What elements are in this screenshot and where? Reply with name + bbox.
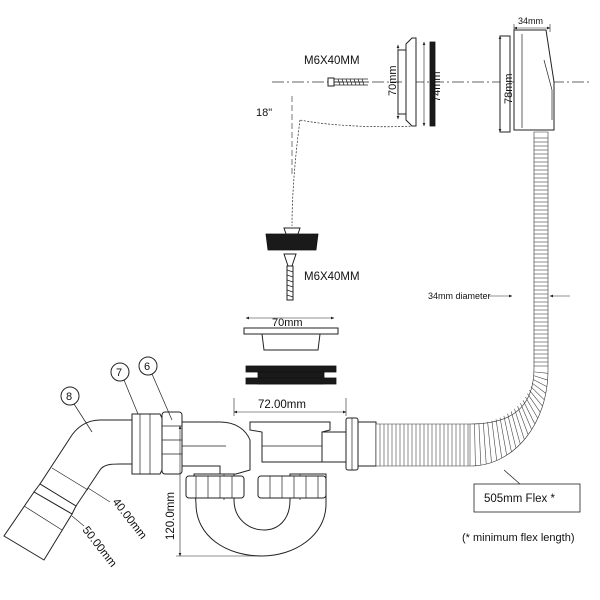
screw-top-label: M6X40MM [304, 55, 360, 67]
hose-rib [503, 415, 512, 452]
hose-rib [514, 408, 525, 440]
overflow-34-label: 34mm [518, 16, 543, 26]
hose-rib [510, 411, 521, 444]
overflow-screw [327, 77, 368, 87]
overflow-gasket [429, 41, 436, 127]
trap-nuts [185, 475, 327, 499]
flex-box-leader [503, 469, 521, 485]
hose-ribs [379, 137, 548, 466]
flex-box [473, 483, 581, 513]
callout-7-circle [110, 362, 130, 382]
hose-rib [499, 417, 507, 455]
part-6-nut [161, 411, 183, 475]
hose-rib [478, 423, 482, 466]
hose-rib [491, 420, 497, 461]
horizontal-outlet-pipe [177, 421, 251, 475]
callout-7-leader [123, 379, 139, 415]
overflow-faceplate [396, 37, 417, 127]
part-7-nut [131, 413, 163, 475]
hose-rib [507, 413, 517, 448]
hose-rib [487, 421, 492, 463]
hose-rib [517, 406, 529, 435]
callout-6-leader [151, 373, 173, 421]
strainer-70-label: 70mm [272, 317, 303, 329]
hose-rib [520, 403, 532, 430]
hose-rib [525, 396, 538, 419]
strainer [243, 327, 339, 351]
overflow-housing [499, 29, 555, 133]
callout-8: 8 [66, 391, 72, 403]
callout-6: 6 [144, 361, 150, 373]
flex-box-label: 505mm Flex * [484, 493, 555, 505]
hose-rib [530, 386, 545, 400]
outlet-40-label: 40.00mm [110, 496, 149, 541]
height-120-label: 120.0mm [165, 492, 177, 540]
flexible-hose [375, 131, 549, 467]
overflow-78-label: 78mm [503, 73, 515, 104]
hose-rib [533, 371, 548, 374]
flex-note: (* minimum flex length) [462, 532, 574, 544]
callout-8-leader [73, 403, 93, 433]
body-72-label: 72.00mm [258, 399, 306, 411]
hose-rib [483, 422, 487, 464]
body-gasket [245, 365, 337, 385]
hose-rib [533, 375, 548, 381]
hose-rib [474, 423, 476, 466]
plate-70-label: 70mm [387, 65, 399, 96]
plug-chain [291, 119, 415, 227]
hose-rib [527, 393, 541, 413]
hose-rib [529, 390, 543, 407]
waste-body [249, 421, 331, 463]
part-8-angled-outlet [3, 419, 133, 561]
angle-label: 18" [256, 107, 272, 119]
callout-8-circle [60, 386, 80, 406]
outlet-50-label: 50.00mm [80, 524, 119, 569]
screw-mid-label: M6X40MM [304, 271, 360, 283]
callout-6-circle [138, 356, 158, 376]
hose-rib [495, 419, 503, 458]
plate-74-label: 74mm [431, 71, 443, 102]
dim-50-line [71, 515, 85, 527]
flex-connector [321, 417, 377, 471]
hose-rib [532, 379, 547, 387]
hose-rib [522, 400, 535, 424]
plug [265, 227, 319, 251]
callout-7: 7 [116, 367, 122, 379]
dim-40-line [87, 487, 111, 503]
hose-rib [531, 382, 546, 394]
hose-diameter-label: 34mm diameter [428, 291, 491, 301]
centre-screw [283, 253, 297, 301]
